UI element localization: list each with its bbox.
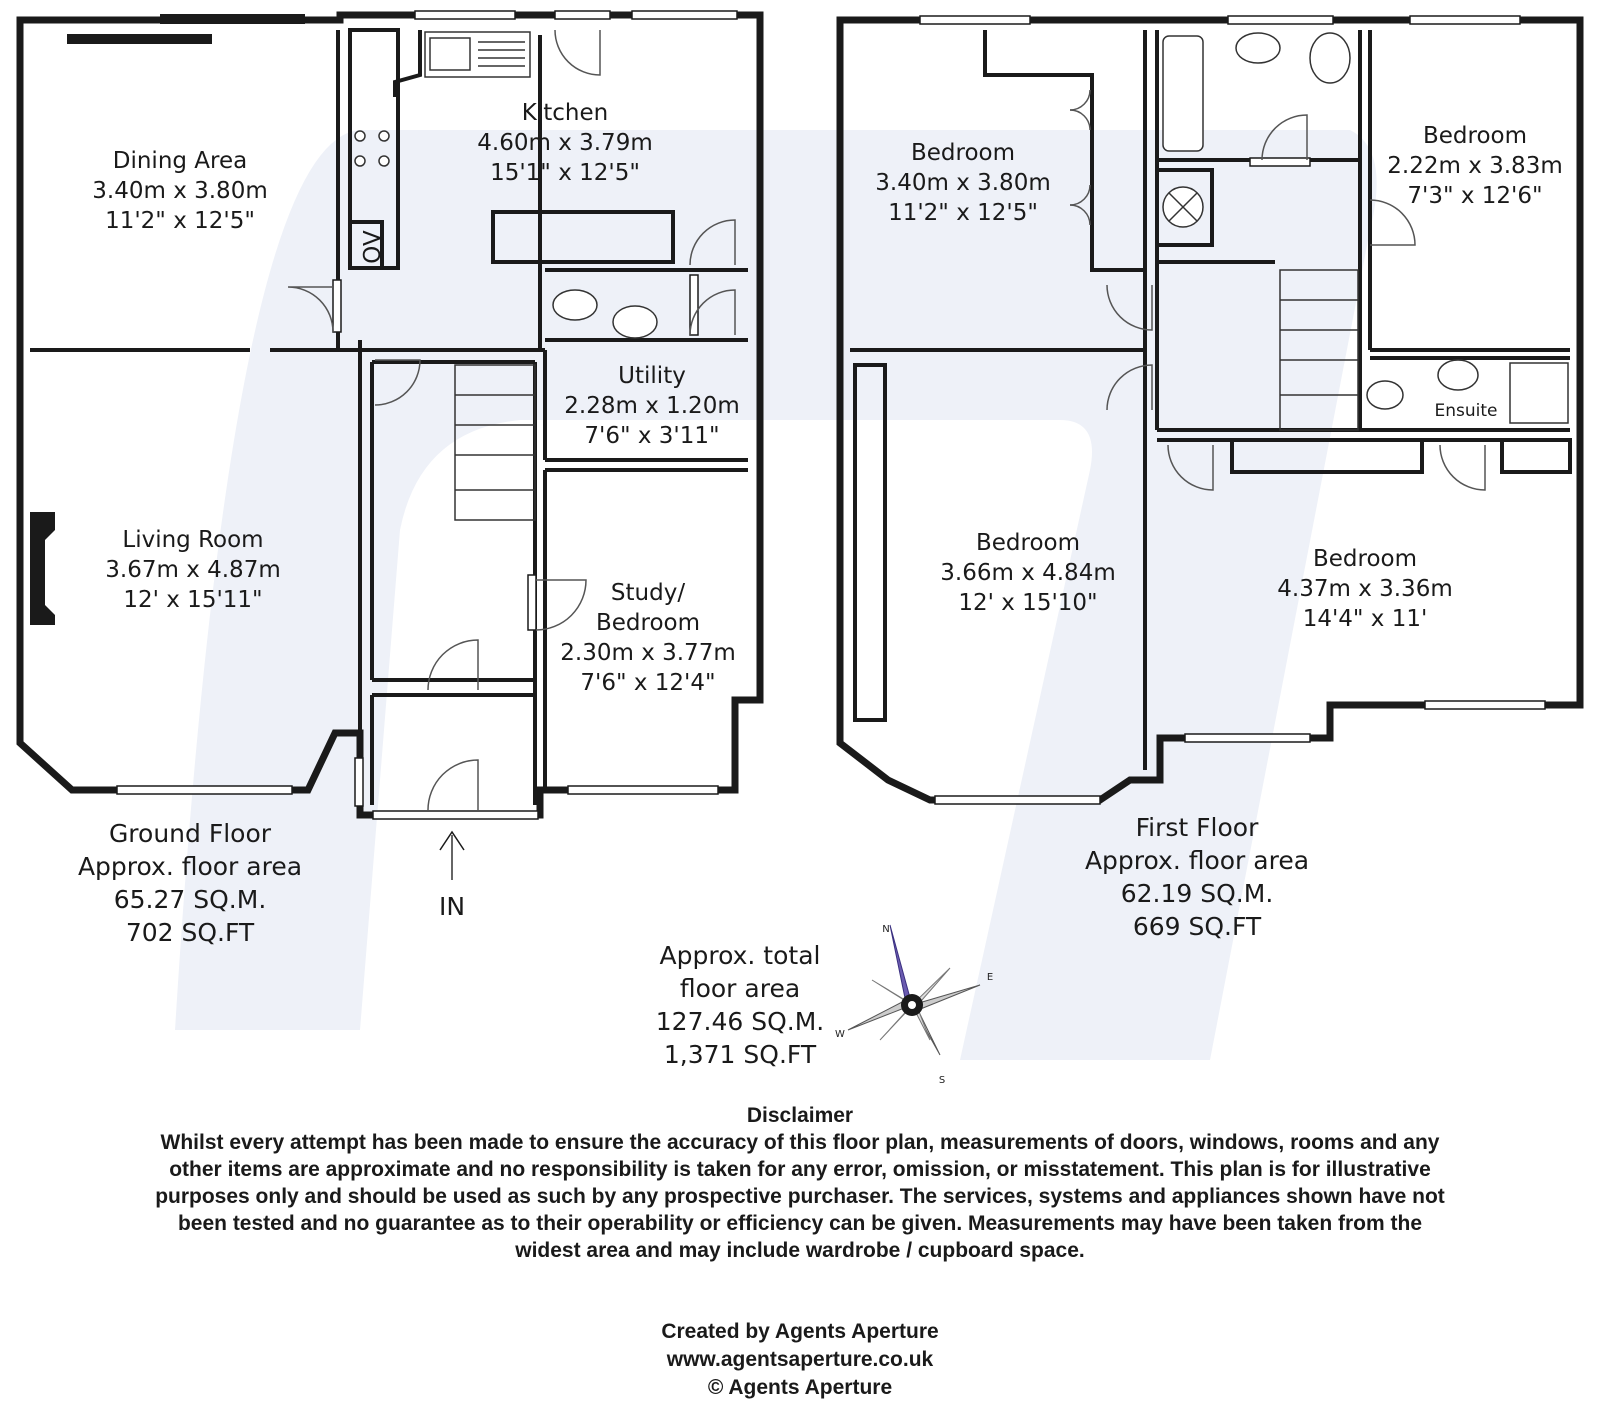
svg-text:2.28m x 1.20m: 2.28m x 1.20m	[564, 393, 739, 419]
svg-text:Ground Floor: Ground Floor	[109, 819, 272, 848]
total-area-summary: Approx. total floor area 127.46 SQ.M. 1,…	[656, 941, 824, 1069]
credits-created-by: Created by Agents Aperture	[661, 1320, 939, 1343]
svg-text:1,371 SQ.FT: 1,371 SQ.FT	[664, 1040, 817, 1069]
svg-text:Utility: Utility	[618, 363, 686, 389]
svg-text:65.27 SQ.M.: 65.27 SQ.M.	[114, 885, 267, 914]
svg-text:15'1" x 12'5": 15'1" x 12'5"	[490, 160, 640, 186]
first-outer-wall	[836, 16, 1584, 804]
svg-text:Approx. floor area: Approx. floor area	[1085, 846, 1309, 875]
svg-text:First Floor: First Floor	[1136, 813, 1259, 842]
svg-text:62.19 SQ.M.: 62.19 SQ.M.	[1121, 879, 1274, 908]
svg-text:7'6" x 3'11": 7'6" x 3'11"	[584, 423, 719, 449]
first-floor-plan	[836, 15, 1584, 805]
room-label-utility: Utility 2.28m x 1.20m 7'6" x 3'11"	[564, 363, 739, 449]
svg-text:4.37m x 3.36m: 4.37m x 3.36m	[1277, 576, 1452, 602]
svg-text:4.60m x 3.79m: 4.60m x 3.79m	[477, 130, 652, 156]
svg-text:Bedroom: Bedroom	[1313, 546, 1417, 572]
svg-text:7'6" x 12'4": 7'6" x 12'4"	[580, 670, 715, 696]
compass-south-label: S	[939, 1075, 945, 1086]
room-label-study: Study/ Bedroom 2.30m x 3.77m 7'6" x 12'4…	[560, 580, 735, 696]
compass-west-label: W	[835, 1029, 845, 1040]
svg-text:3.40m x 3.80m: 3.40m x 3.80m	[875, 170, 1050, 196]
credits-copyright: © Agents Aperture	[707, 1376, 893, 1399]
svg-text:Approx. total: Approx. total	[660, 941, 821, 970]
svg-text:3.40m x 3.80m: 3.40m x 3.80m	[92, 178, 267, 204]
room-label-bedroom-1: Bedroom 3.40m x 3.80m 11'2" x 12'5"	[875, 140, 1050, 226]
room-label-bedroom-4: Bedroom 4.37m x 3.36m 14'4" x 11'	[1277, 546, 1452, 632]
room-label-bedroom-3: Bedroom 3.66m x 4.84m 12' x 15'10"	[940, 530, 1115, 616]
disclaimer-title: Disclaimer	[746, 1104, 854, 1127]
room-label-kitchen: Kitchen 4.60m x 3.79m 15'1" x 12'5"	[477, 100, 652, 186]
room-label-living: Living Room 3.67m x 4.87m 12' x 15'11"	[105, 527, 280, 613]
entrance-label: IN	[439, 892, 465, 921]
disclaimer-body: Whilst every attempt has been made to en…	[155, 1131, 1445, 1262]
svg-text:Living Room: Living Room	[122, 527, 263, 553]
credits-website-link[interactable]: www.agentsaperture.co.uk	[666, 1348, 934, 1371]
room-label-dining: Dining Area 3.40m x 3.80m 11'2" x 12'5"	[92, 148, 267, 234]
svg-text:12' x 15'11": 12' x 15'11"	[123, 587, 262, 613]
svg-text:11'2" x 12'5": 11'2" x 12'5"	[105, 208, 255, 234]
svg-text:Dining Area: Dining Area	[113, 148, 248, 174]
compass-rose-icon: N E S W	[835, 924, 993, 1086]
room-label-bedroom-2: Bedroom 2.22m x 3.83m 7'3" x 12'6"	[1387, 123, 1562, 209]
disclaimer-block: Disclaimer Whilst every attempt has been…	[150, 1102, 1450, 1264]
oven-label: OV	[360, 230, 386, 264]
room-label-ensuite: Ensuite	[1435, 401, 1498, 421]
credits-block: Created by Agents Aperture www.agentsape…	[400, 1318, 1200, 1402]
svg-text:Bedroom: Bedroom	[976, 530, 1080, 556]
svg-text:Bedroom: Bedroom	[596, 610, 700, 636]
ground-floor-summary: Ground Floor Approx. floor area 65.27 SQ…	[78, 819, 302, 947]
svg-text:Approx. floor area: Approx. floor area	[78, 852, 302, 881]
svg-text:669 SQ.FT: 669 SQ.FT	[1133, 912, 1262, 941]
first-floor-summary: First Floor Approx. floor area 62.19 SQ.…	[1085, 813, 1309, 941]
ground-floor-plan	[16, 10, 764, 880]
svg-text:7'3" x 12'6": 7'3" x 12'6"	[1407, 183, 1542, 209]
svg-text:11'2" x 12'5": 11'2" x 12'5"	[888, 200, 1038, 226]
svg-text:floor area: floor area	[680, 974, 800, 1003]
compass-north-label: N	[882, 924, 889, 935]
svg-text:Bedroom: Bedroom	[911, 140, 1015, 166]
svg-text:2.22m x 3.83m: 2.22m x 3.83m	[1387, 153, 1562, 179]
svg-text:127.46 SQ.M.: 127.46 SQ.M.	[656, 1007, 824, 1036]
svg-text:12' x 15'10": 12' x 15'10"	[958, 590, 1097, 616]
svg-text:Study/: Study/	[611, 580, 685, 606]
svg-text:14'4" x 11': 14'4" x 11'	[1303, 606, 1428, 632]
svg-text:3.66m x 4.84m: 3.66m x 4.84m	[940, 560, 1115, 586]
compass-east-label: E	[987, 972, 993, 983]
svg-text:3.67m x 4.87m: 3.67m x 4.87m	[105, 557, 280, 583]
svg-text:702 SQ.FT: 702 SQ.FT	[126, 918, 255, 947]
svg-text:Bedroom: Bedroom	[1423, 123, 1527, 149]
svg-text:Kitchen: Kitchen	[522, 100, 608, 126]
svg-text:2.30m x 3.77m: 2.30m x 3.77m	[560, 640, 735, 666]
